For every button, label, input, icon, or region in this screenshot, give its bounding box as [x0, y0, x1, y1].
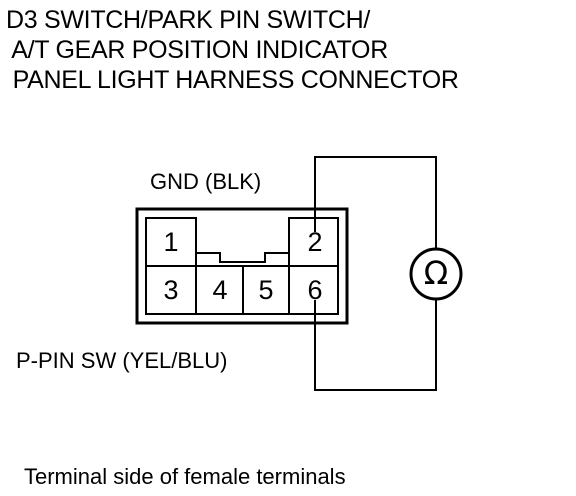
title-line-3: PANEL LIGHT HARNESS CONNECTOR: [6, 66, 459, 94]
pin-1: 1: [163, 227, 179, 257]
pin-4: 4: [212, 275, 228, 305]
wire-gnd: [314, 156, 437, 250]
gnd-label: GND (BLK): [150, 169, 262, 194]
ppin-label: P-PIN SW (YEL/BLU): [16, 348, 228, 373]
pin-3: 3: [163, 275, 179, 305]
title-line-1: D3 SWITCH/PARK PIN SWITCH/: [6, 6, 370, 34]
footer-caption: Terminal side of female terminals: [24, 464, 346, 489]
wire-ppin: [314, 298, 437, 391]
connector-housing-outer: [135, 207, 349, 325]
pin-6: 6: [307, 275, 323, 305]
title-line-2: A/T GEAR POSITION INDICATOR: [6, 36, 388, 64]
ohm-symbol: Ω: [423, 254, 449, 292]
pin-2: 2: [307, 227, 323, 257]
pin-5: 5: [258, 275, 274, 305]
ohmmeter-icon: [409, 247, 463, 301]
